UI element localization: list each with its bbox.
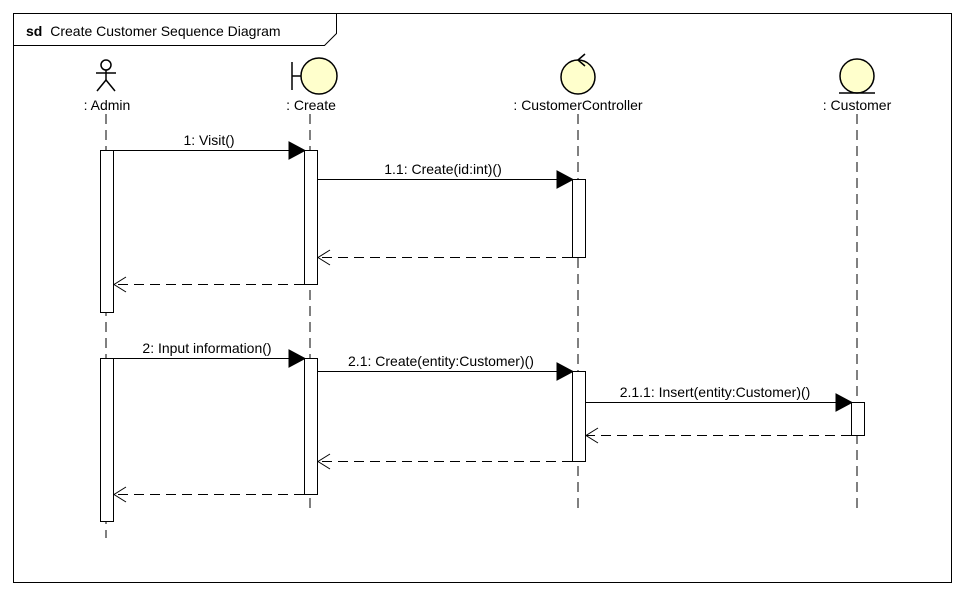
- message-label-2-1: 2.1: Create(entity:Customer)(): [348, 353, 534, 369]
- activation-create-2: [304, 358, 318, 495]
- frame-keyword: sd: [26, 23, 42, 39]
- activation-admin-1: [100, 150, 114, 313]
- return-messages: [113, 249, 851, 503]
- message-2-1: [318, 362, 575, 381]
- entity-icon: [839, 58, 875, 94]
- message-1-1: [318, 170, 575, 189]
- return-customer-to-controller: [585, 427, 851, 444]
- activation-controller-2: [572, 371, 586, 462]
- activation-customer-1: [851, 402, 865, 436]
- frame-title: sd Create Customer Sequence Diagram: [26, 23, 281, 39]
- lifeline-label-controller: : CustomerController: [513, 97, 642, 113]
- frame-title-tab: [13, 13, 337, 46]
- diagram-frame: [13, 13, 952, 583]
- message-2: [114, 349, 307, 368]
- message-label-2-1-1: 2.1.1: Insert(entity:Customer)(): [620, 384, 811, 400]
- message-label-2: 2: Input information(): [142, 340, 271, 356]
- return-controller-to-create-1: [317, 249, 572, 266]
- call-messages: [114, 141, 854, 412]
- message-label-1-1: 1.1: Create(id:int)(): [384, 161, 501, 177]
- lifeline-label-customer: : Customer: [823, 97, 892, 113]
- lifeline-label-create: : Create: [286, 97, 336, 113]
- control-icon: [560, 53, 596, 95]
- activation-create-1: [304, 150, 318, 285]
- frame-title-text: Create Customer Sequence Diagram: [50, 23, 280, 39]
- lifeline-label-admin: : Admin: [84, 97, 131, 113]
- activation-controller-1: [572, 179, 586, 258]
- return-controller-to-create-2: [317, 453, 572, 470]
- actor-icon: [96, 59, 116, 92]
- activation-admin-2: [100, 358, 114, 522]
- return-create-to-admin-1: [113, 276, 304, 293]
- message-1: [114, 141, 307, 160]
- message-label-1: 1: Visit(): [183, 132, 234, 148]
- return-create-to-admin-2: [113, 486, 304, 503]
- activation-bars: [100, 150, 865, 522]
- boundary-icon: [291, 57, 338, 95]
- message-2-1-1: [586, 393, 854, 412]
